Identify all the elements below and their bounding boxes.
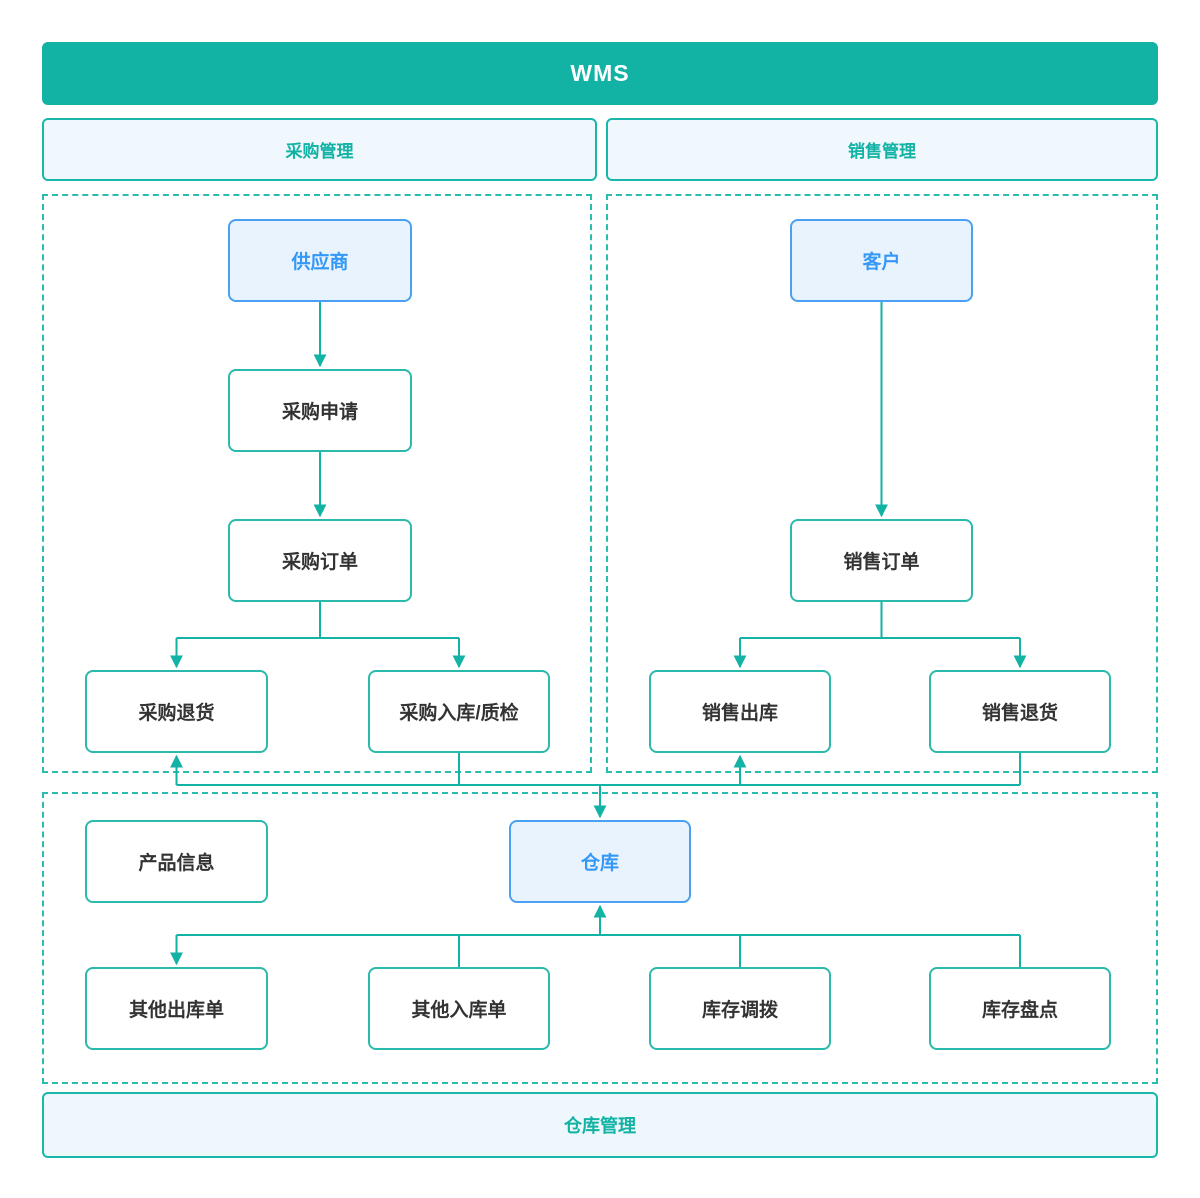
node-sales-return: 销售退货 <box>929 670 1111 753</box>
purchase-section-container <box>42 194 592 773</box>
node-sales-outbound: 销售出库 <box>649 670 831 753</box>
node-supplier: 供应商 <box>228 219 412 302</box>
warehouse-section-header: 仓库管理 <box>42 1092 1158 1158</box>
node-sales-order: 销售订单 <box>790 519 973 602</box>
node-product-info: 产品信息 <box>85 820 268 903</box>
sales-section-container <box>606 194 1158 773</box>
node-purchase-order: 采购订单 <box>228 519 412 602</box>
node-other-outbound: 其他出库单 <box>85 967 268 1050</box>
purchase-section-header: 采购管理 <box>42 118 597 181</box>
node-purchase-return: 采购退货 <box>85 670 268 753</box>
app-title-banner: WMS <box>42 42 1158 105</box>
node-purchase-request: 采购申请 <box>228 369 412 452</box>
sales-section-header: 销售管理 <box>606 118 1158 181</box>
node-other-inbound: 其他入库单 <box>368 967 550 1050</box>
node-inventory-transfer: 库存调拨 <box>649 967 831 1050</box>
node-customer: 客户 <box>790 219 973 302</box>
node-inventory-count: 库存盘点 <box>929 967 1111 1050</box>
node-warehouse: 仓库 <box>509 820 691 903</box>
node-purchase-inbound-qc: 采购入库/质检 <box>368 670 550 753</box>
